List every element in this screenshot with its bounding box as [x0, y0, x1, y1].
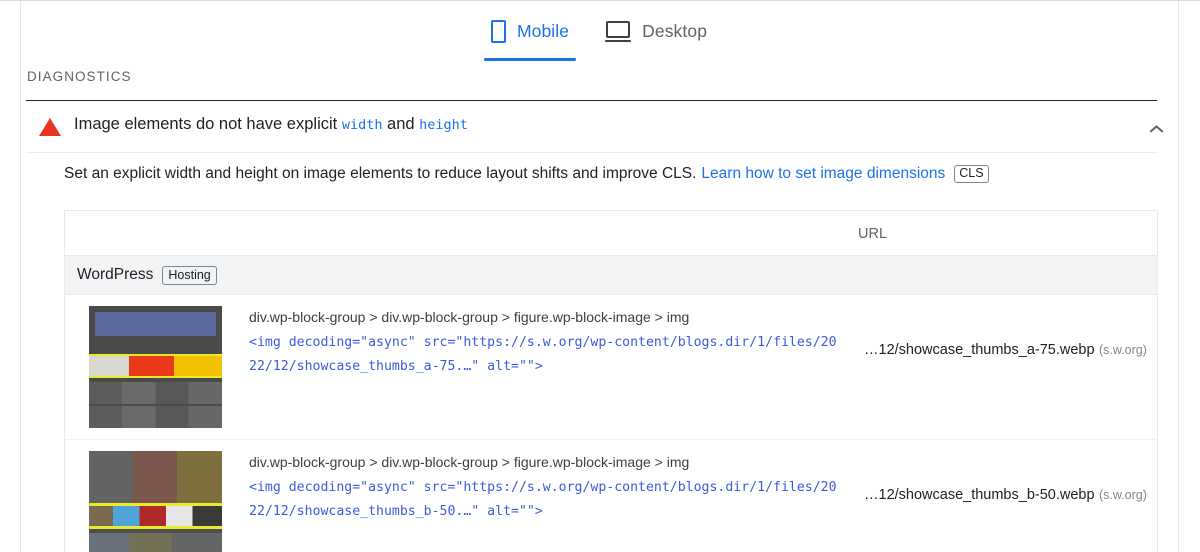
table-cell-url: …12/showcase_thumbs_a-75.webp (s.w.org): [859, 306, 1159, 428]
top-divider: [0, 0, 1200, 1]
group-label: WordPress: [77, 266, 154, 283]
node-selector: div.wp-block-group > div.wp-block-group …: [249, 309, 690, 325]
table-row[interactable]: div.wp-block-group > div.wp-block-group …: [65, 295, 1157, 440]
table-cell-node: div.wp-block-group > div.wp-block-group …: [249, 306, 859, 428]
url-origin: (s.w.org): [1098, 488, 1147, 502]
url-text: …12/showcase_thumbs_a-75.webp: [864, 342, 1095, 358]
tab-desktop-label: Desktop: [642, 20, 708, 41]
audit-details-table: URL WordPress Hosting div.wp-block-group…: [64, 210, 1158, 552]
audit-title-prefix: Image elements do not have explicit: [74, 115, 342, 133]
device-tab-bar: Mobile Desktop: [20, 1, 1178, 62]
learn-more-link[interactable]: Learn how to set image dimensions: [701, 165, 946, 182]
table-cell-url: …12/showcase_thumbs_b-50.webp (s.w.org): [859, 451, 1159, 552]
url-text: …12/showcase_thumbs_b-50.webp: [864, 487, 1095, 503]
tab-desktop[interactable]: Desktop: [587, 1, 725, 61]
url-origin: (s.w.org): [1098, 343, 1147, 357]
chevron-up-icon[interactable]: [1144, 113, 1174, 143]
metric-badge-cls: CLS: [954, 165, 989, 183]
audit-title-code-height: height: [419, 117, 468, 133]
card-right-border: [1178, 1, 1179, 552]
audit-header[interactable]: Image elements do not have explicit widt…: [26, 101, 1178, 152]
node-snippet: <img decoding="async" src="https://s.w.o…: [249, 335, 837, 374]
mobile-icon: [490, 19, 506, 43]
audit-title-code-width: width: [341, 117, 383, 133]
desktop-icon: [605, 20, 632, 42]
audit-divider: [26, 152, 1158, 153]
diagnostics-section-label: DIAGNOSTICS: [27, 69, 132, 84]
thumbnail-image-a: [89, 306, 222, 428]
table-group-row-wordpress[interactable]: WordPress Hosting: [65, 256, 1157, 295]
audit-description: Set an explicit width and height on imag…: [64, 165, 989, 183]
diagnostics-divider: [26, 100, 1157, 101]
tab-mobile-label: Mobile: [516, 20, 570, 41]
audit-description-text: Set an explicit width and height on imag…: [64, 165, 697, 182]
table-header-row: URL: [65, 211, 1157, 256]
group-badge-hosting: Hosting: [162, 265, 217, 285]
table-cell-thumbnail: [65, 451, 249, 552]
tab-active-indicator: [483, 58, 577, 61]
audit-title: Image elements do not have explicit widt…: [74, 115, 468, 134]
card-left-border: [20, 1, 21, 552]
table-row[interactable]: div.wp-block-group > div.wp-block-group …: [65, 440, 1157, 552]
thumbnail-image-b: [89, 451, 222, 552]
column-header-url: URL: [858, 226, 888, 242]
node-selector: div.wp-block-group > div.wp-block-group …: [249, 454, 690, 470]
node-snippet: <img decoding="async" src="https://s.w.o…: [249, 480, 837, 519]
warning-triangle-icon: [39, 118, 61, 136]
tab-mobile[interactable]: Mobile: [473, 1, 587, 61]
table-cell-thumbnail: [65, 306, 249, 428]
audit-title-middle: and: [382, 115, 420, 133]
table-cell-node: div.wp-block-group > div.wp-block-group …: [249, 451, 859, 552]
